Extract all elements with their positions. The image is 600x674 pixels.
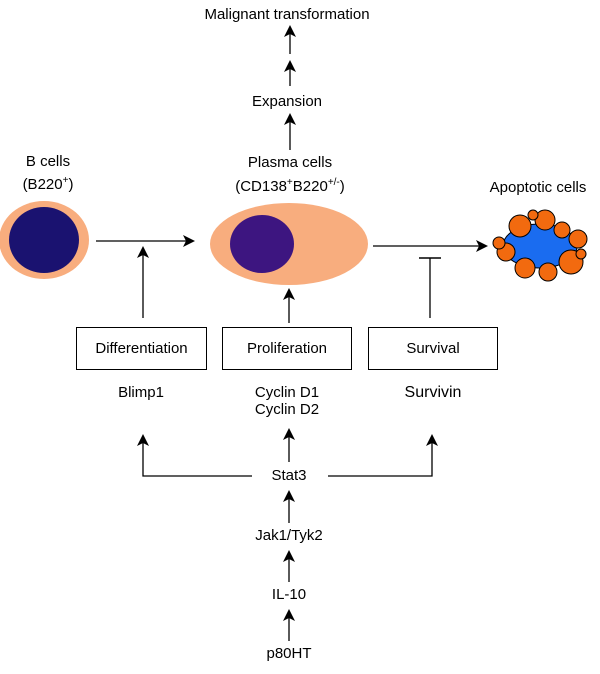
plasma-cell-nucleus <box>230 215 294 273</box>
survival-box: Survival <box>368 327 498 370</box>
arrow-stat3-to-survivin <box>328 434 438 477</box>
apoptotic-cells-title: Apoptotic cells <box>489 179 587 196</box>
malignant-label: Malignant transformation <box>204 6 370 23</box>
apoptotic-cell <box>492 209 588 282</box>
jak-tyk-label: Jak1/Tyk2 <box>255 527 323 544</box>
stat3-label: Stat3 <box>271 467 307 484</box>
b-cells-marker: (B220+) <box>22 175 74 194</box>
b-cell-nucleus <box>9 207 79 273</box>
expansion-label: Expansion <box>251 93 323 110</box>
proliferation-box: Proliferation <box>222 327 352 370</box>
arrow-stat3-to-blimp1 <box>137 434 252 477</box>
cyclin-d2-label: Cyclin D2 <box>254 401 320 418</box>
il10-label: IL-10 <box>271 586 307 603</box>
plasma-cells-title: Plasma cells <box>247 154 333 171</box>
plasma-cells-marker: (CD138+B220+/-) <box>235 177 345 196</box>
survivin-label: Survivin <box>404 384 462 401</box>
p80ht-label: p80HT <box>266 645 312 662</box>
blimp1-label: Blimp1 <box>118 384 164 401</box>
cyclin-d1-label: Cyclin D1 <box>254 384 320 401</box>
b-cells-title: B cells <box>25 153 71 170</box>
differentiation-box: Differentiation <box>76 327 207 370</box>
